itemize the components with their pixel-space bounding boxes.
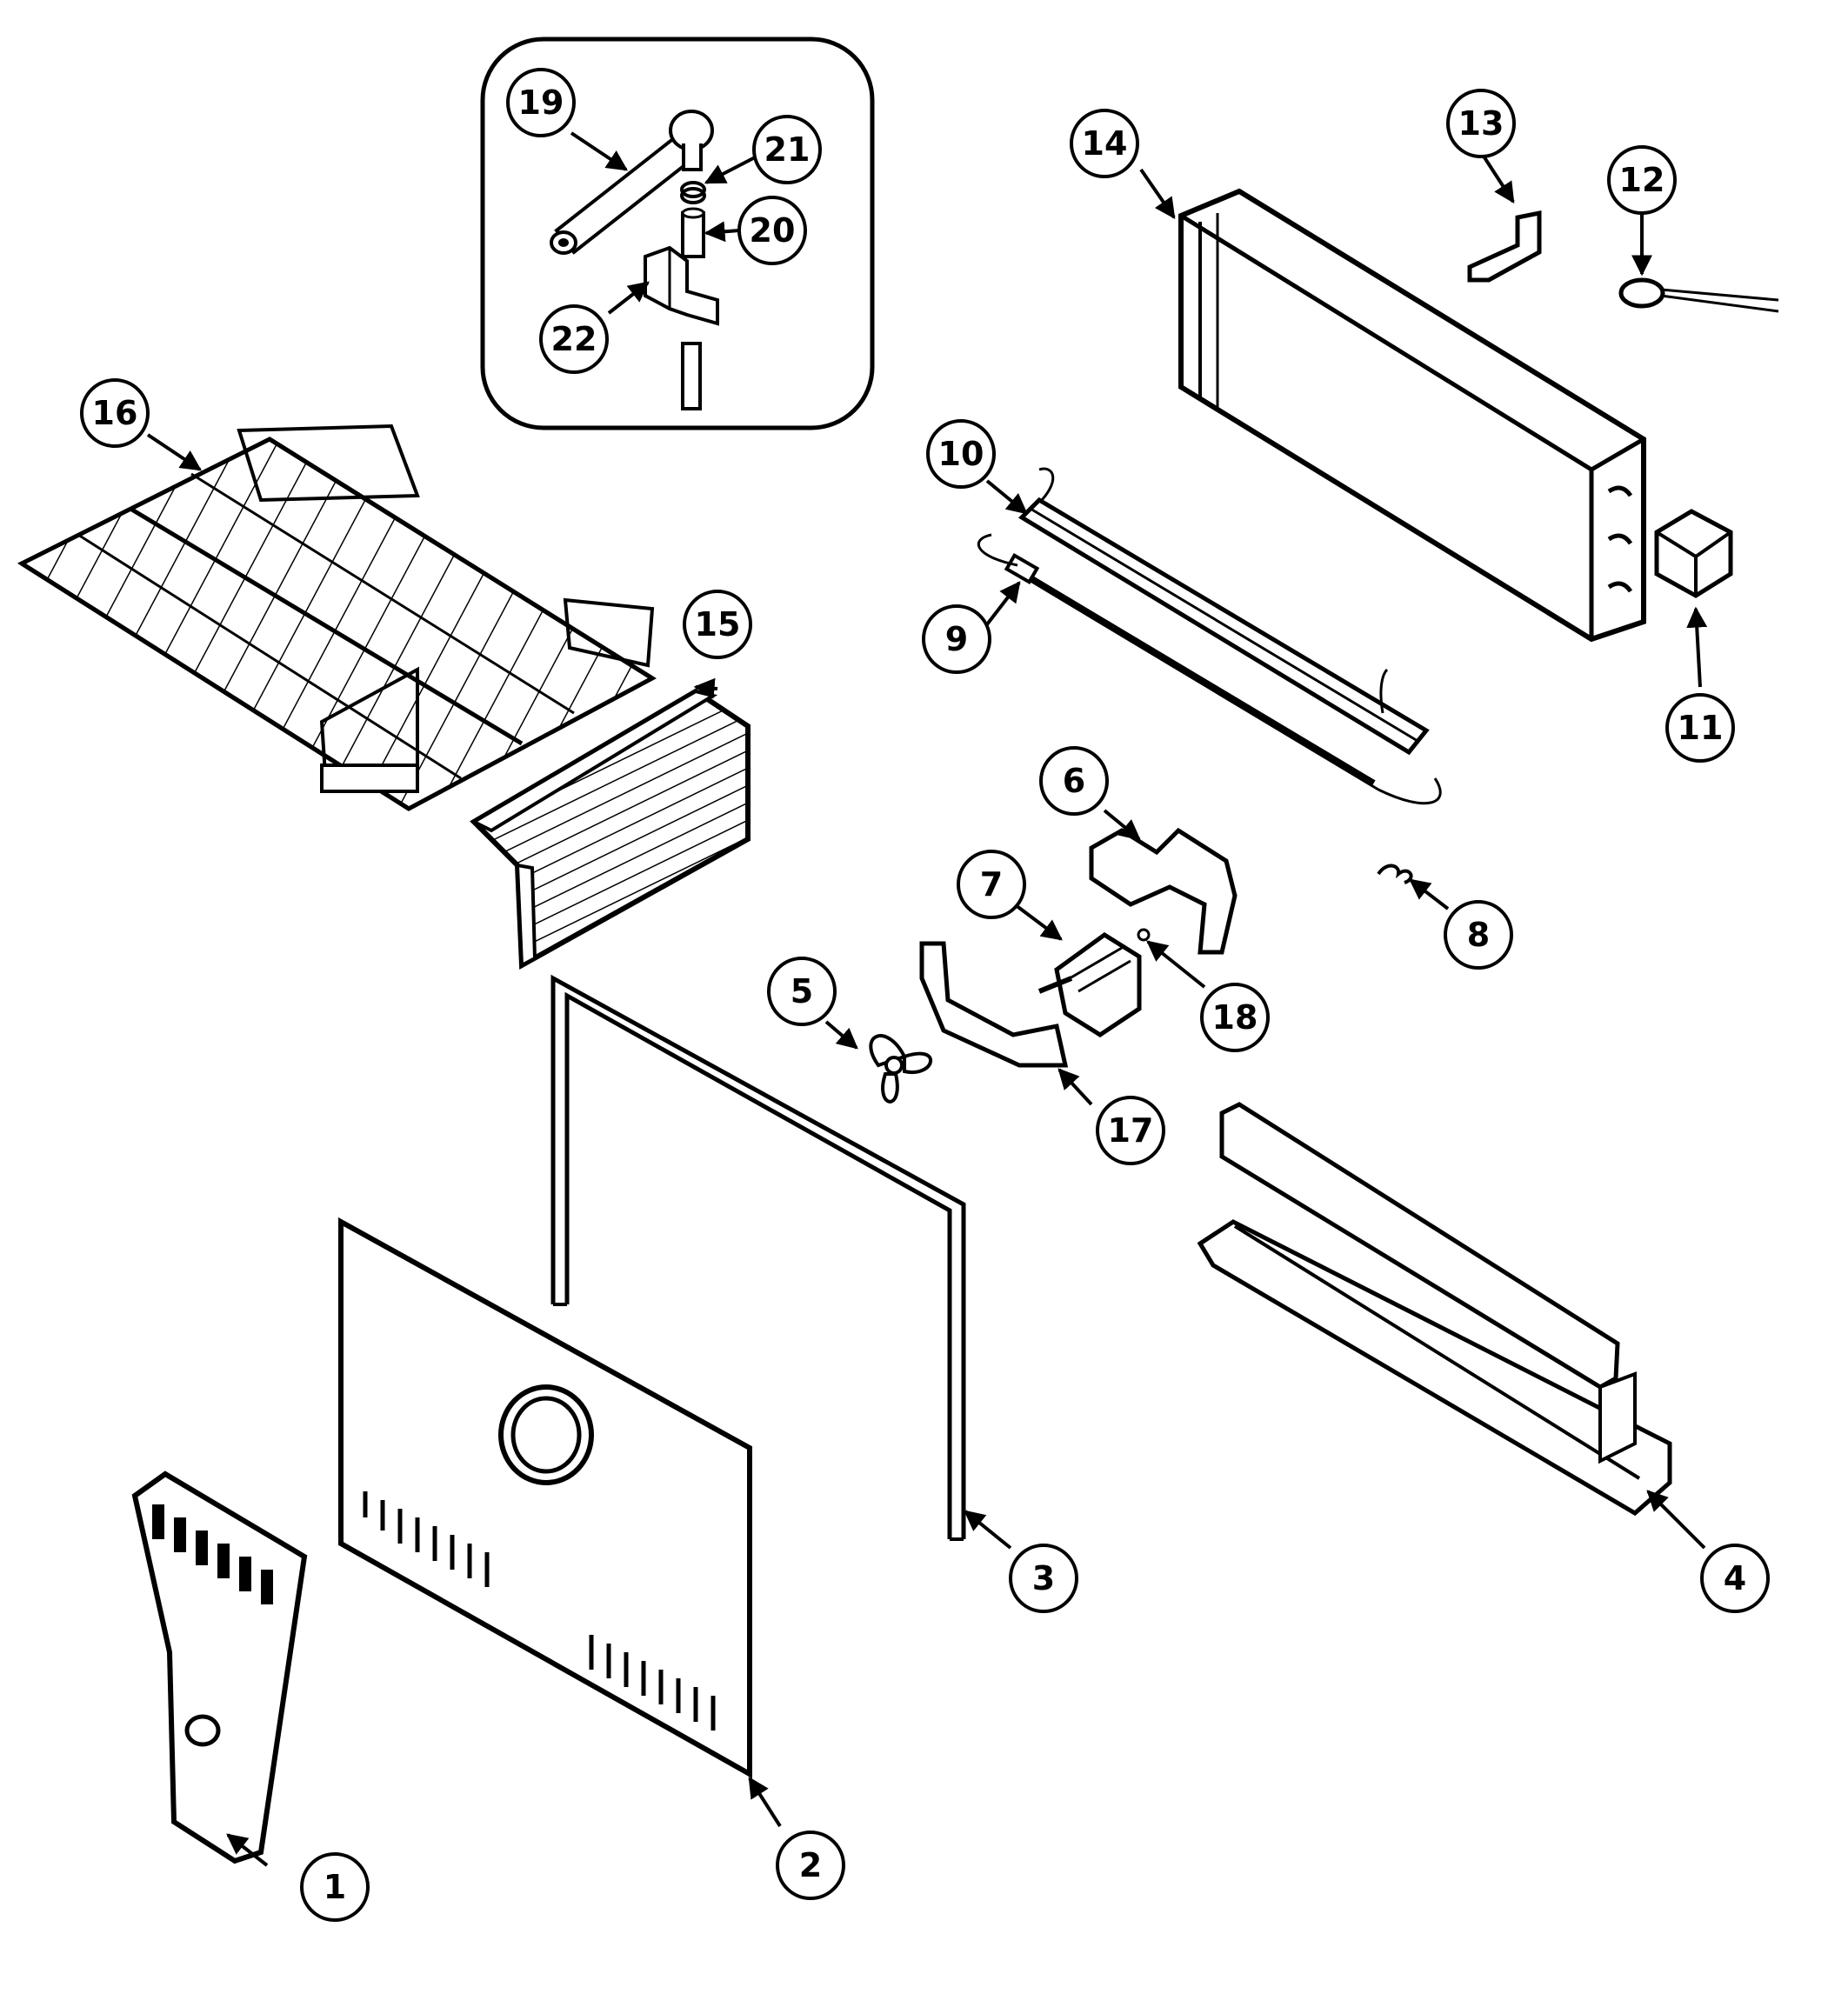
callout-number: 15 [695,605,741,644]
part-14-evaporator-coil [1181,191,1644,639]
part-13-bracket [1470,213,1539,280]
part-10-defrost-drain-trough [1022,469,1426,752]
callout-circle [1039,746,1109,816]
callout-number: 17 [1108,1111,1154,1150]
callout-7: 7 [957,850,1026,919]
callout-circle [767,957,837,1026]
part-20-bushing [683,209,704,257]
callout-3: 3 [1009,1544,1078,1613]
callout-circle [1444,900,1513,970]
callout-11: 11 [1665,693,1735,763]
part-21-washer [682,183,704,203]
callout-circle [926,419,996,489]
callout-2: 2 [776,1831,845,1900]
callout-circle [957,850,1026,919]
callout-circle [539,304,609,374]
part-6-mounting-bracket [1091,830,1235,952]
callout-number: 5 [791,972,813,1010]
callout-8: 8 [1444,900,1513,970]
part-2-rear-panel [341,1222,750,1774]
part-9-defrost-heater [978,535,1440,804]
callout-number: 7 [980,865,1003,904]
callout-circle [1009,1544,1078,1613]
part-1-control-vent-housing [135,1474,304,1861]
callout-number: 9 [945,620,968,658]
callout-circle [506,68,576,137]
callout-number: 1 [324,1868,346,1906]
callout-number: 19 [518,83,564,122]
callout-circle [776,1831,845,1900]
callout-circle [1096,1096,1165,1165]
callout-number: 13 [1458,104,1504,143]
part-19-hinge-pin-rod [551,111,712,253]
callout-number: 6 [1063,762,1085,800]
part-12-defrost-thermostat [1621,280,1778,311]
part-7-fan-motor [1039,935,1139,1035]
part-18-small-washer [1137,928,1151,942]
callout-number: 16 [92,394,138,432]
callout-14: 14 [1070,109,1139,178]
part-17-motor-bracket [922,944,1065,1065]
callout-number: 4 [1724,1559,1746,1597]
callout-number: 21 [764,130,811,169]
callout-9: 9 [922,604,991,674]
callout-19: 19 [506,68,576,137]
callout-15: 15 [683,590,752,659]
callout-circle [1700,1544,1770,1613]
callout-circle [1070,109,1139,178]
callout-1: 1 [300,1852,370,1922]
part-16-wire-shelf [22,426,652,809]
callout-17: 17 [1096,1096,1165,1165]
callout-number: 11 [1678,709,1724,747]
callout-18: 18 [1200,983,1270,1052]
callout-circle [1200,983,1270,1052]
callout-10: 10 [926,419,996,489]
part-4-drain-pan-channel [1200,1104,1670,1513]
callout-4: 4 [1700,1544,1770,1613]
callout-number: 8 [1467,916,1490,954]
callout-circle [1607,145,1677,215]
callout-circle [752,115,822,184]
part-22-hinge-bracket [645,248,717,409]
callout-circle [922,604,991,674]
callout-5: 5 [767,957,837,1026]
callout-22: 22 [539,304,609,374]
callout-number: 22 [551,320,597,358]
part-5-fan-blade [871,1036,931,1102]
callout-number: 2 [799,1846,822,1884]
callout-6: 6 [1039,746,1109,816]
callout-circle [683,590,752,659]
callout-circle [300,1852,370,1922]
callout-circle [1665,693,1735,763]
callout-circle [1446,89,1516,158]
callout-13: 13 [1446,89,1516,158]
part-3-gasket-u-channel [553,978,964,1539]
callout-number: 12 [1619,161,1665,199]
part-8-wire-clip [1377,864,1413,884]
part-11-terminal-block [1657,511,1731,596]
callout-circle [737,196,807,265]
detail-inset-hinge-assembly [483,39,872,428]
callout-number: 3 [1032,1559,1055,1597]
callout-number: 14 [1082,124,1128,163]
callout-16: 16 [80,378,150,448]
callout-number: 18 [1212,998,1258,1037]
callout-12: 12 [1607,145,1677,215]
callout-number: 20 [750,211,796,250]
callout-circle [80,378,150,448]
callout-20: 20 [737,196,807,265]
callout-21: 21 [752,115,822,184]
callout-number: 10 [938,435,984,473]
